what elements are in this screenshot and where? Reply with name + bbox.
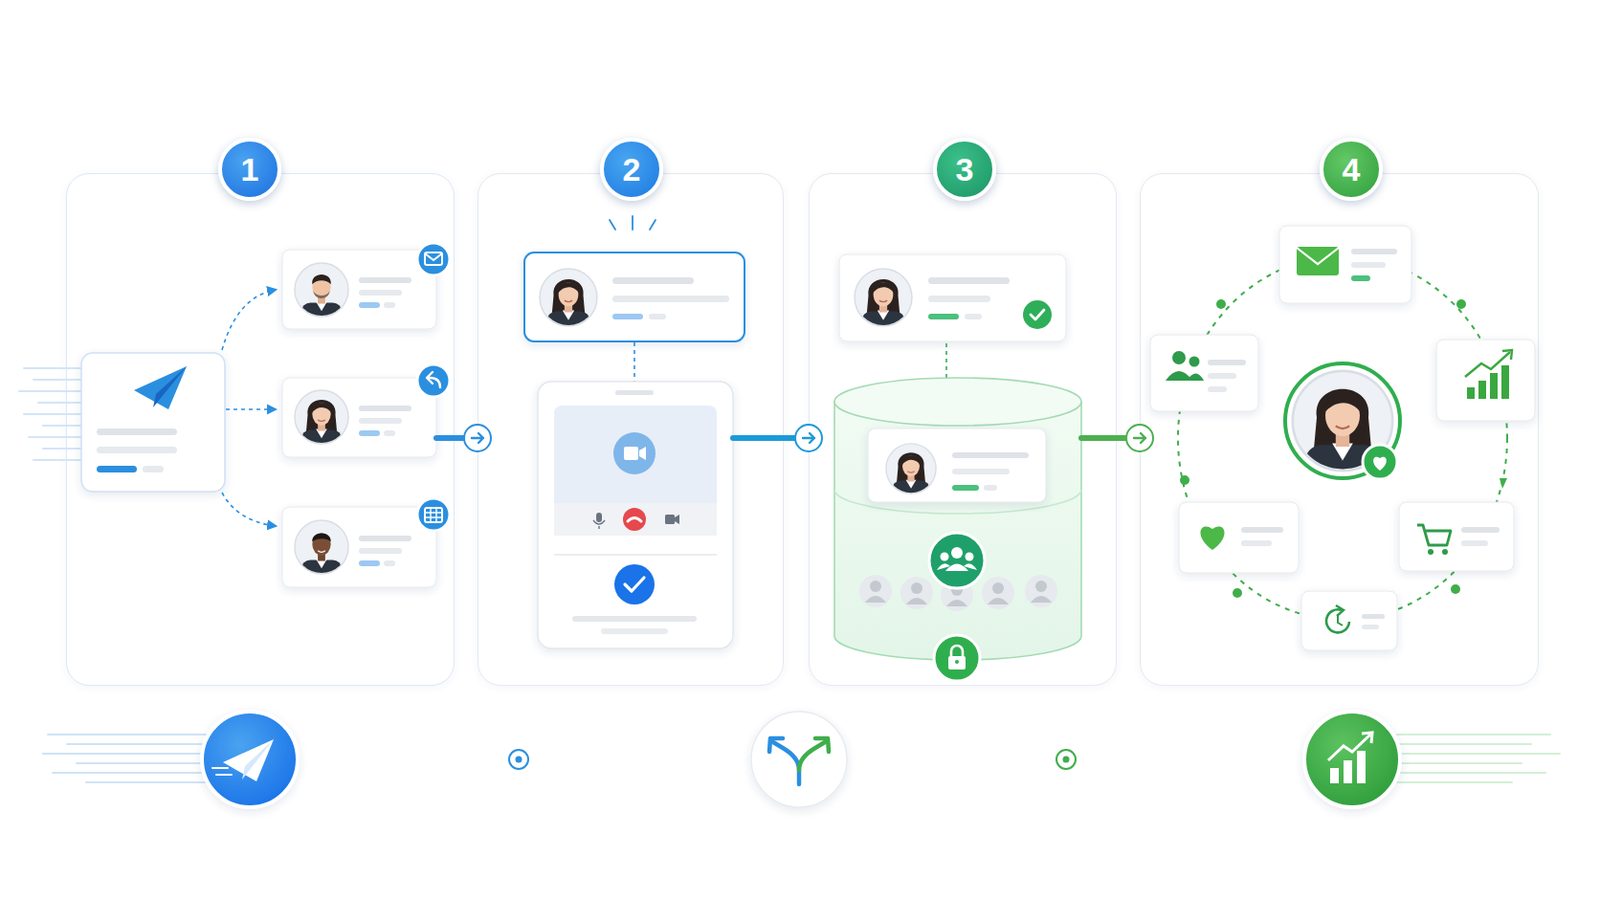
timeline-growth-icon [1356, 751, 1366, 784]
timeline-branch-icon [751, 711, 847, 808]
connector-line [454, 435, 478, 442]
timeline-speed-lines [1397, 743, 1532, 746]
step-number: 1 [218, 137, 282, 201]
timeline-speed-lines [86, 781, 206, 784]
timeline-start-icon [242, 739, 274, 780]
timeline-speed-lines [43, 734, 206, 783]
timeline-branch-icon [769, 738, 783, 753]
step-panel: 4 [1139, 173, 1539, 687]
timeline-start-icon [201, 711, 298, 808]
connector-line [783, 435, 809, 442]
step-panel: 3 [808, 173, 1117, 687]
timeline-dot [509, 750, 529, 770]
timeline-branch-icon [815, 738, 829, 753]
timeline-growth-icon [1304, 711, 1400, 808]
timeline-dot [1056, 750, 1076, 770]
step-number: 4 [1319, 137, 1383, 201]
timeline-start-icon [201, 711, 298, 808]
timeline-dot [1063, 756, 1070, 764]
timeline-start-icon [212, 768, 232, 776]
timeline-start-icon [222, 739, 274, 782]
timeline-speed-lines [1397, 762, 1522, 765]
timeline-growth-icon [1361, 733, 1373, 744]
timeline-dot [515, 756, 523, 764]
timeline-growth-icon [1330, 751, 1366, 784]
connector-line [1116, 435, 1140, 442]
timeline-speed-lines [47, 733, 206, 736]
timeline-line [249, 756, 1353, 764]
timeline-growth-icon [1330, 768, 1339, 784]
timeline-growth-icon [1304, 711, 1400, 808]
timeline-branch-icon [799, 742, 825, 771]
step-panel: 2 [477, 173, 784, 687]
timeline-speed-lines [76, 762, 206, 765]
timeline-speed-lines [1397, 734, 1560, 783]
step-number: 2 [600, 137, 664, 201]
timeline-dot [1056, 750, 1076, 770]
step-panel: 1 [66, 173, 455, 687]
timeline-growth-icon [1343, 760, 1353, 784]
timeline-speed-lines [1397, 772, 1546, 775]
timeline-growth-icon [1328, 734, 1371, 761]
timeline-speed-lines [43, 753, 206, 756]
timeline-branch-icon [751, 711, 847, 808]
step-number: 3 [933, 137, 997, 201]
timeline-branch-icon [773, 742, 800, 785]
timeline-speed-lines [52, 772, 206, 775]
timeline-speed-lines [1397, 781, 1512, 784]
timeline-dot [509, 750, 529, 770]
timeline-speed-lines [66, 743, 206, 746]
timeline-speed-lines [1397, 733, 1551, 736]
timeline-speed-lines [1397, 753, 1560, 756]
